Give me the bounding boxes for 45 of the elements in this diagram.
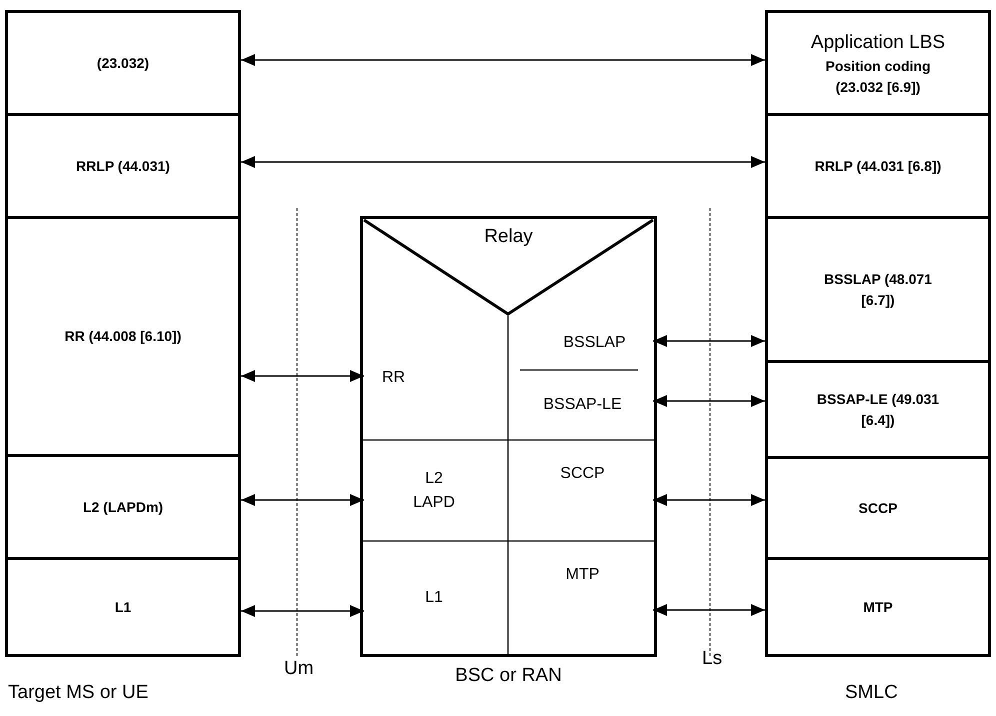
- interface-label: Ls: [702, 648, 722, 670]
- layer-label: MTP: [862, 598, 894, 617]
- layer-heading: Application LBS: [810, 30, 946, 55]
- layer-box: [765, 360, 991, 459]
- double-arrow: [241, 494, 364, 506]
- layer-label: BSSLAP: [562, 332, 627, 353]
- layer-box: [765, 10, 991, 116]
- layer-box: [5, 454, 241, 560]
- layer-label: L2 LAPD: [412, 469, 456, 512]
- layer-label: Position coding (23.032 [6.9]): [824, 57, 932, 97]
- layer-box: [5, 113, 241, 219]
- layer-label: SCCP: [858, 498, 898, 518]
- double-arrow: [241, 54, 765, 66]
- stack-caption: BSC or RAN: [455, 665, 562, 687]
- layer-label: L1: [114, 598, 132, 617]
- entity-label: Target MS or UE: [8, 682, 148, 704]
- layer-box: [5, 216, 241, 457]
- layer-box: [5, 10, 241, 116]
- layer-box: [5, 557, 241, 657]
- layer-label: RRLP (44.031): [75, 156, 171, 176]
- entity-label: SMLC: [845, 682, 898, 704]
- layer-label: SCCP: [559, 464, 606, 484]
- double-arrow: [241, 156, 765, 168]
- double-arrow: [653, 335, 765, 347]
- layer-label: L2 (LAPDm): [82, 498, 164, 517]
- double-arrow: [653, 395, 765, 407]
- interface-label: Um: [284, 658, 314, 680]
- layer-box: [765, 113, 991, 219]
- layer-label: RR (44.008 [6.10]): [64, 327, 182, 346]
- layer-label: (23.032): [96, 54, 150, 73]
- layer-label: RR: [381, 368, 406, 388]
- layer-label: L1: [424, 588, 444, 608]
- double-arrow: [241, 605, 364, 617]
- layer-box: [765, 557, 991, 657]
- double-arrow: [653, 494, 765, 506]
- layer-box: [765, 456, 991, 560]
- layer-label: RRLP (44.031 [6.8]): [814, 156, 942, 176]
- double-arrow: [653, 604, 765, 616]
- layer-box: [765, 216, 991, 363]
- double-arrow: [241, 370, 364, 382]
- layer-label: BSSAP-LE: [542, 395, 623, 416]
- layer-label: BSSAP-LE (49.031 [6.4]): [816, 390, 940, 430]
- layer-heading: Relay: [483, 225, 534, 249]
- layer-label: BSSLAP (48.071 [6.7]): [823, 270, 933, 310]
- layer-label: MTP: [564, 565, 600, 585]
